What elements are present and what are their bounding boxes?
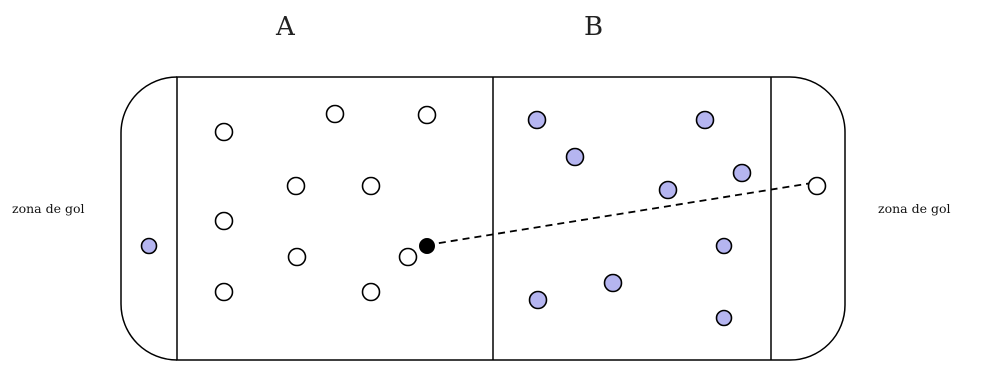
team-a-player (287, 247, 307, 267)
team-a-player (325, 104, 345, 124)
team-a-player (417, 105, 437, 125)
team-a-label: A (276, 12, 295, 42)
team-a-player-right-goal-zone (807, 176, 827, 196)
team-a-player (286, 176, 306, 196)
team-a-player (214, 282, 234, 302)
team-b-player (695, 110, 715, 130)
team-a-player (361, 176, 381, 196)
ball (419, 238, 435, 254)
pass-dashed-line (426, 182, 813, 246)
team-b-player (658, 180, 678, 200)
team-b-player-left-goal-zone (140, 237, 158, 255)
team-a-player (214, 211, 234, 231)
team-a-player (214, 122, 234, 142)
team-a-player (361, 282, 381, 302)
goal-zone-right-label: zona de gol (878, 201, 951, 216)
goal-zone-left-area (120, 76, 178, 361)
goal-zone-left-label: zona de gol (12, 201, 85, 216)
team-b-player (732, 163, 752, 183)
team-a-player (398, 247, 418, 267)
team-a-players (214, 104, 827, 302)
team-b-player (715, 309, 733, 327)
team-b-player (565, 147, 585, 167)
team-b-player (527, 110, 547, 130)
team-b-players (140, 110, 752, 327)
team-b-player (715, 237, 733, 255)
team-b-player (528, 290, 548, 310)
team-b-player (603, 273, 623, 293)
field-outline (176, 76, 846, 361)
team-b-label: B (584, 12, 604, 42)
